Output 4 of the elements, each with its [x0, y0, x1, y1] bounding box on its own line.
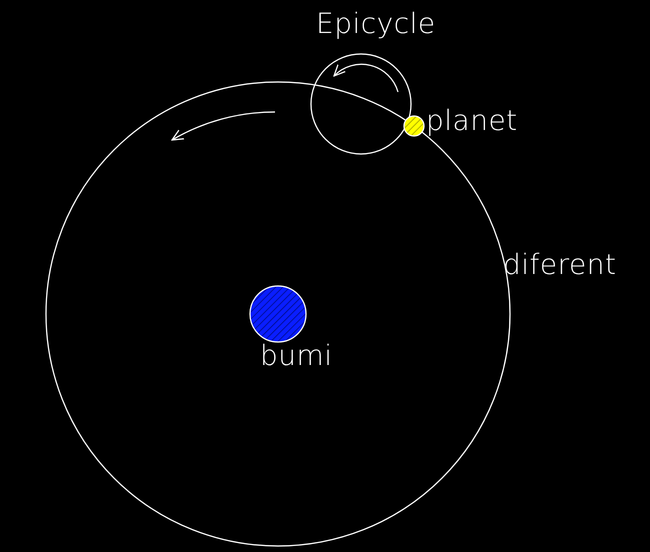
object-label: diferent — [503, 251, 616, 279]
object-label: planet — [426, 107, 518, 135]
object-label: bumi — [260, 342, 333, 370]
object-label: Epicycle — [316, 10, 436, 38]
